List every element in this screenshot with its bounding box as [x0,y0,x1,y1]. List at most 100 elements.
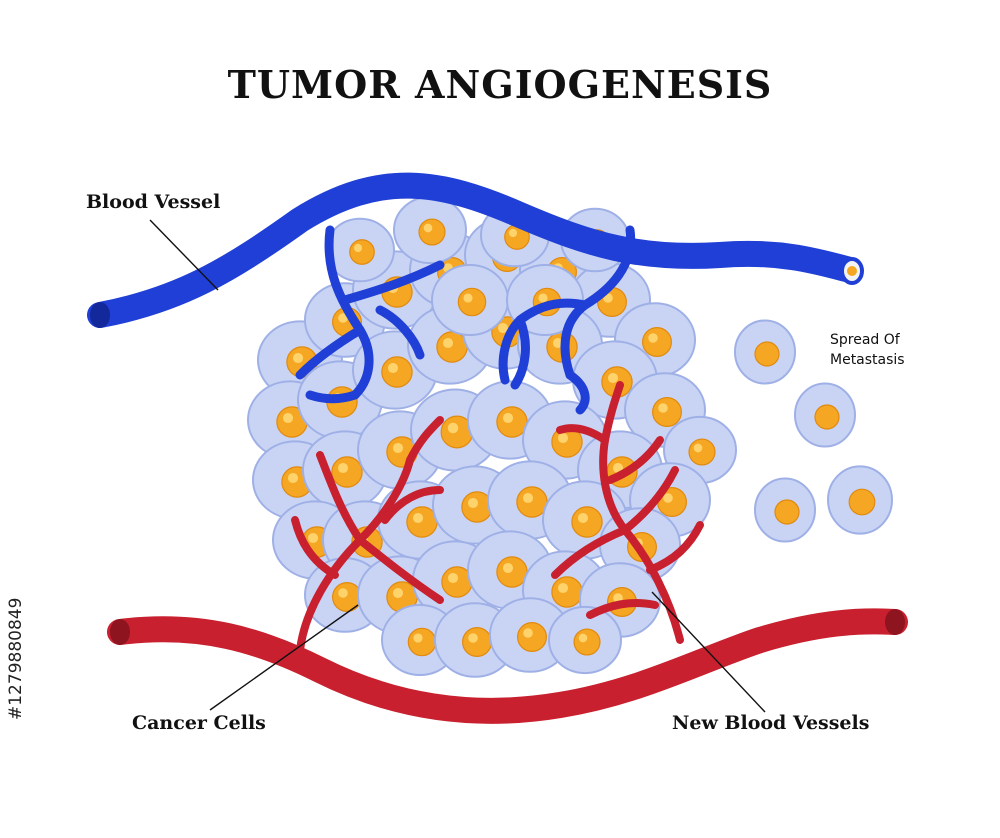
blue-branch [340,260,445,305]
cell-nucleus [496,556,528,588]
artery-end-left [110,619,130,645]
new-blood-vessel-branch [606,436,664,484]
nucleus-highlight [577,512,589,524]
cell-nucleus [571,506,603,538]
nucleus-highlight [338,588,348,598]
vessel-end-left [90,302,110,328]
nucleus-highlight [523,628,533,638]
nucleus-highlight [508,228,518,238]
new-blood-vessel-branch [551,526,629,579]
nucleus-highlight [578,633,588,643]
cell-nucleus [688,438,716,466]
nucleus-highlight [337,462,349,474]
new-blood-vessel-branch [356,536,444,604]
metastasis-label-line2: Metastasis [830,352,905,368]
cell-nucleus [573,628,601,656]
nucleus-highlight [502,562,514,574]
blue-branch [565,370,590,415]
nucleus-highlight [497,322,509,334]
blue-branch [510,315,530,390]
nucleus-highlight [392,442,404,454]
nucleus-highlight [612,462,624,474]
nucleus-highlight [447,572,459,584]
blue-vessel-group [87,172,864,415]
cell-nucleus [349,239,375,265]
vessel-end-cell [847,266,857,276]
cell-nucleus [551,576,583,608]
cell-nucleus [496,406,528,438]
nucleus-highlight [447,422,459,434]
metastasis-nucleus [754,341,780,367]
nucleus-highlight [412,512,424,524]
new-blood-vessel-branch [406,416,444,464]
leader-cancer-cells [209,604,359,711]
nucleus-highlight [413,633,423,643]
cell-nucleus [381,356,413,388]
nucleus-highlight [292,352,304,364]
leader-lines [149,219,766,713]
nucleus-highlight [663,493,673,503]
metastasis-cells [734,319,893,543]
new-blood-vessel-branch [556,424,609,444]
nucleus-highlight [522,492,534,504]
new-blood-vessel-branch [646,521,704,574]
nucleus-highlight [648,333,658,343]
new-blood-vessels-label: New Blood Vessels [672,712,870,734]
nucleus-highlight [557,432,569,444]
blood-vessel-label: Blood Vessel [86,191,221,213]
cell-nucleus [516,486,548,518]
nucleus-highlight [353,243,363,253]
blood-vessel-top [87,172,863,328]
cell-nucleus [418,218,446,246]
nucleus-highlight [423,223,433,233]
nucleus-highlight [287,472,299,484]
nucleus-highlight [538,293,548,303]
cell-nucleus [407,627,437,657]
metastasis-nucleus [848,488,876,516]
red-vessel-group [107,381,908,724]
new-blood-vessel-branch [599,381,684,644]
nucleus-highlight [338,313,348,323]
new-blood-vessel-branch [586,599,659,619]
page-title: TUMOR ANGIOGENESIS [227,62,773,107]
nucleus-highlight [607,372,619,384]
nucleus-highlight [502,412,514,424]
metastasis-nucleus [774,499,800,525]
blood-vessel-bottom [107,608,908,724]
nucleus-highlight [557,582,569,594]
new-blood-vessel-branch [291,516,339,579]
cell-nucleus [651,397,682,428]
nucleus-highlight [387,362,399,374]
cancer-cells-label: Cancer Cells [132,712,266,734]
cell-nucleus [457,287,487,317]
cell-nucleus [516,621,547,652]
blue-branch [295,325,365,380]
cell-nucleus [331,456,363,488]
artery-end-right [885,609,905,635]
new-blood-vessel-branch [381,486,444,524]
nucleus-highlight [392,587,404,599]
blue-branch [305,390,360,404]
cell-nucleus [641,327,672,358]
nucleus-highlight [463,293,473,303]
nucleus-highlight [658,403,668,413]
nucleus-highlight [467,497,479,509]
metastasis-label: Spread Of Metastasis [830,330,905,370]
metastasis-label-line1: Spread Of [830,332,900,348]
nucleus-highlight [442,337,454,349]
nucleus-highlight [282,412,294,424]
cell-nucleus [462,626,493,657]
stock-id-text: #1279880849 [6,597,26,720]
leader-blood-vessel [149,219,219,291]
metastasis-nucleus [814,404,840,430]
nucleus-highlight [307,532,319,544]
new-blood-vessel-branch [621,466,679,534]
new-blood-vessel-branch [316,451,364,544]
leader-new-blood-vessels [651,591,766,713]
cancer-cell-cluster [247,195,737,678]
nucleus-highlight [693,443,703,453]
blue-branch [375,305,425,360]
nucleus-highlight [468,633,478,643]
